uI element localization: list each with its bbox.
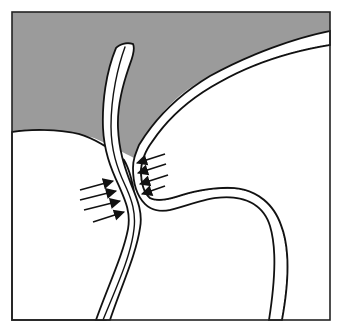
diagram-svg [0, 0, 338, 331]
diagram-canvas [0, 0, 338, 331]
